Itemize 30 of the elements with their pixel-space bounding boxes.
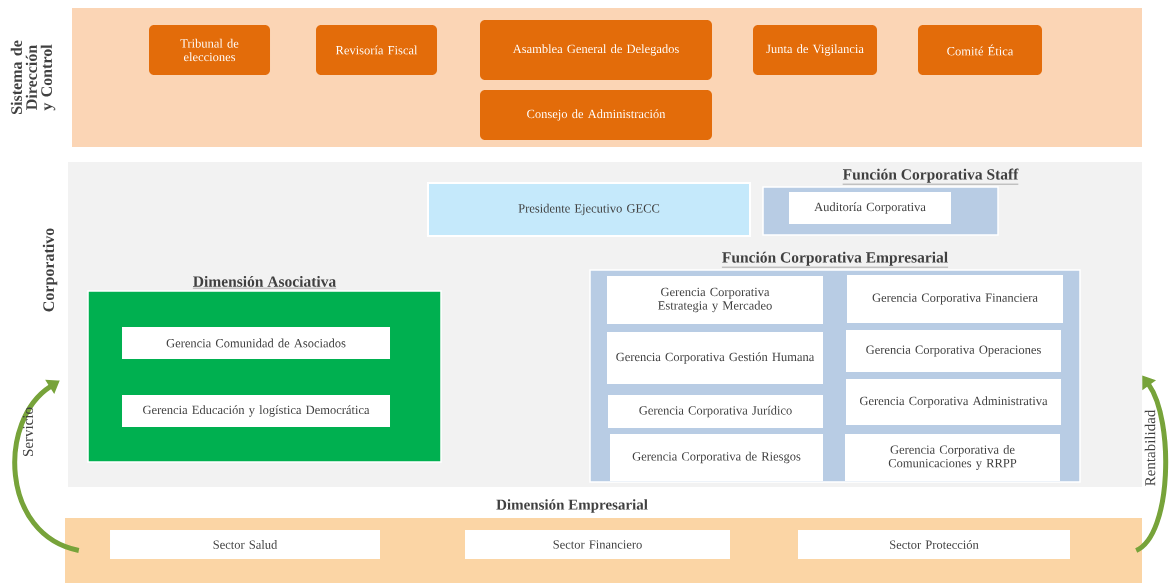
process-box: Tribunal de elecciones [149,25,270,75]
process-box: Gerencia Corporativa Operaciones [846,330,1061,372]
node-label: Función Corporativa Empresarial [722,251,948,266]
process-box: Asamblea General de Delegados [480,20,712,80]
process-box: Sector Salud [110,530,380,559]
process-box: Revisoría Fiscal [316,25,437,75]
process-box: Sector Protección [798,530,1070,559]
process-box: Gerencia Corporativa Gestión Humana [607,332,823,384]
node-label: Dimensión Empresarial [496,499,648,513]
process-box: Consejo de Administración [480,90,712,140]
process-box: Presidente Ejecutivo GECC [427,182,751,237]
process-box: Gerencia Corporativa Jurídico [608,395,823,428]
edge-label: Rentabilidad [1144,409,1156,486]
process-box: Comité Ética [918,25,1042,75]
process-box: Gerencia Corporativa Financiera [847,275,1063,323]
node-label: Sistema de Dirección y Control [10,40,56,114]
process-box: Gerencia Corporativa Estrategia y Mercadeo [607,276,823,324]
edge-label: Servicio [23,407,34,456]
process-box: Gerencia Corporativa de Comunicaciones y RRPP [845,434,1060,481]
process-box: Gerencia Corporativa de Riesgos [610,434,823,481]
process-box: Sector Financiero [465,530,730,559]
process-box: Junta de Vigilancia [753,25,877,75]
process-box: Gerencia Corporativa Administrativa [846,379,1061,425]
process-box: Auditoría Corporativa [789,192,951,224]
node-label: Corporativo [42,228,58,312]
node-label: Dimensión Asociativa [193,275,336,287]
curved-arrow [12,379,80,553]
process-box: Gerencia Comunidad de Asociados [122,327,390,359]
process-box: Gerencia Educación y logística Democrática [122,395,390,427]
node-label: Función Corporativa Staff [842,168,1019,183]
